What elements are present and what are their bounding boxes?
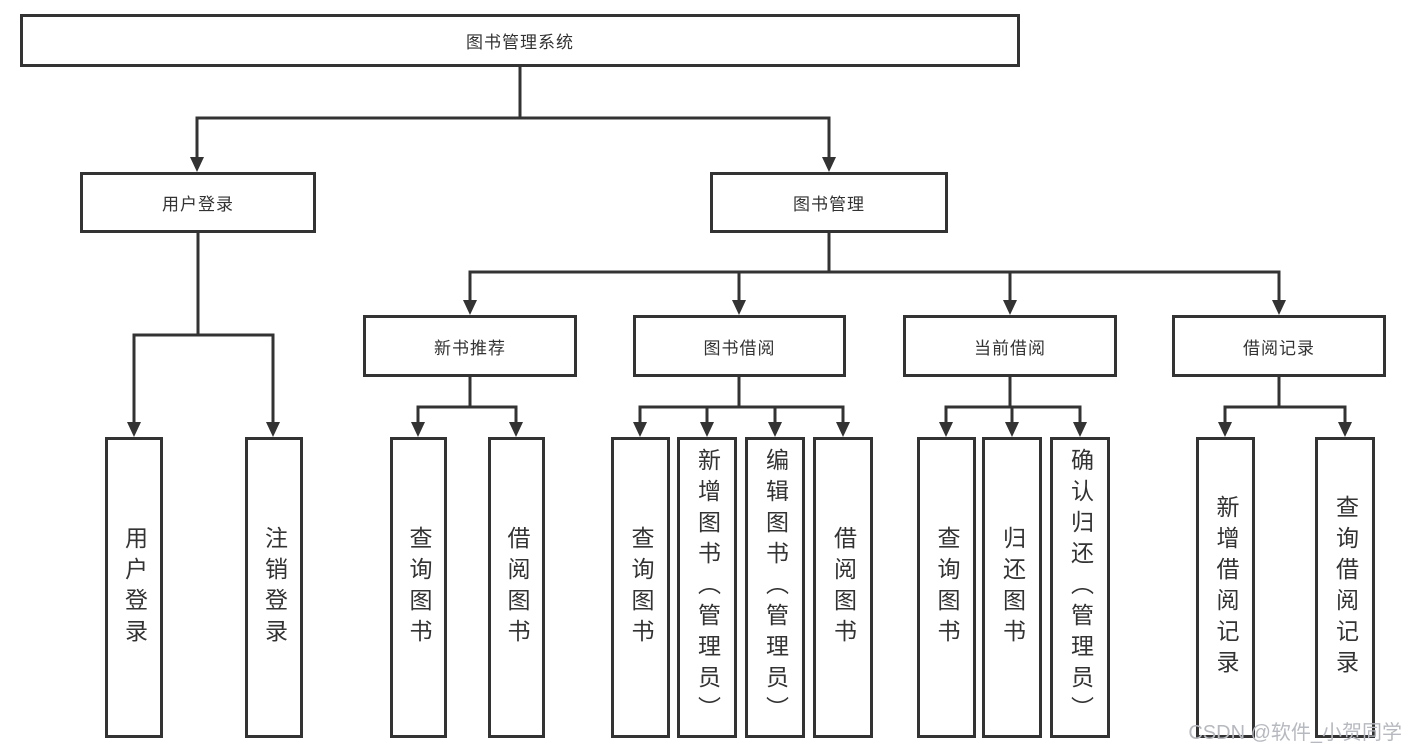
leaf-add-borrow-record-label: 新增借阅记录 [1213,494,1239,681]
leaf-user-login: 用户登录 [105,437,163,738]
node-borrow-records: 借阅记录 [1172,315,1386,377]
leaf-user-login-label: 用户登录 [121,525,148,650]
leaf-add-books-admin: 新增图书（管理员） [677,437,737,738]
leaf-logout-label: 注销登录 [261,525,288,650]
leaf-add-borrow-record: 新增借阅记录 [1196,437,1255,738]
node-root: 图书管理系统 [20,14,1020,67]
leaf-return-books: 归还图书 [982,437,1042,738]
leaf-query-books-borrow-label: 查询图书 [628,525,654,650]
leaf-query-borrow-record: 查询借阅记录 [1315,437,1375,738]
leaf-logout: 注销登录 [245,437,303,738]
leaf-edit-books-admin-label: 编辑图书（管理员） [762,448,789,727]
arrowheads [127,157,1352,437]
leaf-borrow-books-recommend: 借阅图书 [488,437,545,738]
leaf-add-books-admin-label: 新增图书（管理员） [694,448,721,727]
leaf-query-books-recommend-label: 查询图书 [406,525,432,650]
node-book-management-label: 图书管理 [793,195,865,214]
tree-edges [132,65,1347,424]
leaf-borrow-books: 借阅图书 [813,437,873,738]
leaf-confirm-return-admin-label: 确认归还（管理员） [1067,448,1094,727]
node-new-book-recommend-label: 新书推荐 [434,338,506,358]
csdn-watermark: CSDN @软件_小贺同学 [1188,722,1402,744]
node-new-book-recommend: 新书推荐 [363,315,577,377]
leaf-query-books-borrow: 查询图书 [611,437,670,738]
node-current-borrow: 当前借阅 [903,315,1117,377]
node-root-label: 图书管理系统 [466,33,574,52]
node-book-borrow: 图书借阅 [633,315,846,377]
node-current-borrow-label: 当前借阅 [974,338,1046,358]
node-book-management: 图书管理 [710,172,948,233]
node-user-login-label: 用户登录 [162,195,234,214]
node-book-borrow-label: 图书借阅 [703,338,776,358]
leaf-confirm-return-admin: 确认归还（管理员） [1050,437,1110,738]
leaf-query-books-recommend: 查询图书 [390,437,447,738]
node-borrow-records-label: 借阅记录 [1243,338,1315,358]
leaf-query-books-current-label: 查询图书 [934,525,960,650]
leaf-edit-books-admin: 编辑图书（管理员） [745,437,805,738]
leaf-query-books-current: 查询图书 [917,437,976,738]
node-user-login: 用户登录 [80,172,316,233]
leaf-borrow-books-recommend-label: 借阅图书 [504,525,530,650]
leaf-return-books-label: 归还图书 [999,525,1026,650]
leaf-borrow-books-label: 借阅图书 [830,525,857,650]
leaf-query-borrow-record-label: 查询借阅记录 [1332,494,1359,681]
